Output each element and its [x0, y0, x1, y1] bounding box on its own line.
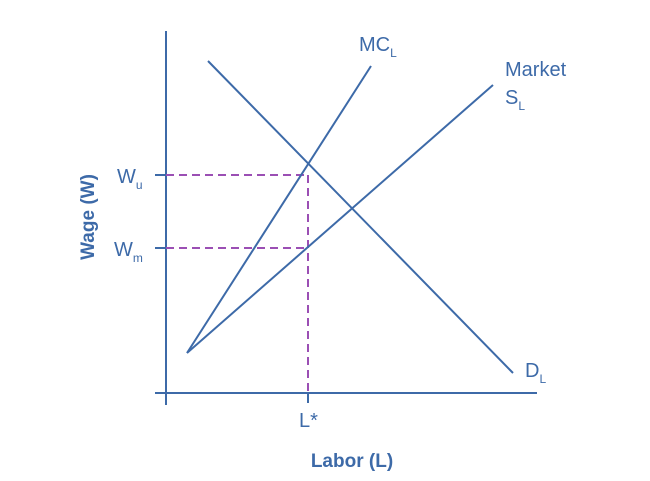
wu-label: Wu: [117, 166, 143, 192]
supply-curve: [186, 84, 494, 354]
mc-label: MCL: [359, 34, 397, 60]
demand-curve: [207, 60, 514, 374]
supply-label-line1: Market: [505, 59, 567, 81]
mc-curve: [186, 65, 372, 354]
demand-label: DL: [525, 360, 546, 386]
supply-label-line2: SL: [505, 87, 525, 113]
x-axis-title: Labor (L): [311, 451, 393, 472]
y-axis-title: Wage (W): [78, 174, 99, 260]
wm-label: Wm: [114, 239, 143, 265]
lstar-label: L*: [299, 410, 318, 432]
